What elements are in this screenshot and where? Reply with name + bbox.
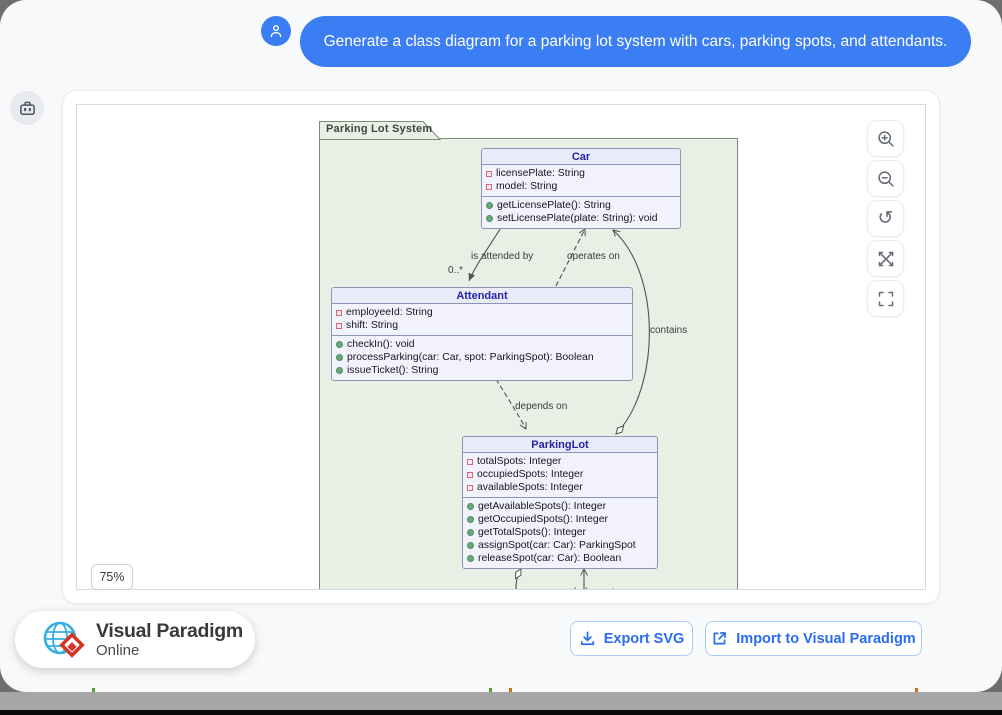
class-attribute: shift: String [336,319,628,332]
reset-view-button[interactable]: ↺ [867,200,904,237]
class-attribute: occupiedSpots: Integer [467,468,653,481]
method-visibility-icon [467,529,474,536]
bottom-gray-strip [0,692,1002,710]
edge-label-contains: contains [650,325,688,336]
method-visibility-icon [336,341,343,348]
attribute-visibility-icon [486,170,492,177]
peek-tick [509,688,512,692]
import-to-vp-label: Import to Visual Paradigm [736,630,916,647]
method-visibility-icon [467,503,474,510]
zoom-level-badge: 75% [91,564,133,590]
external-link-icon [713,632,727,645]
method-visibility-icon [486,202,493,209]
package-title: Parking Lot System [326,123,433,135]
class-title: Car [482,149,680,165]
method-visibility-icon [467,516,474,523]
peek-tick [915,688,918,692]
expand-arrows-icon [878,251,893,266]
method-visibility-icon [336,367,343,374]
uml-class-car[interactable]: Car licensePlate: String model: String g… [481,148,681,229]
download-icon [580,631,594,646]
zoom-out-icon [877,170,894,187]
edge-multiplicity: 0..* [448,265,464,276]
reset-icon: ↺ [877,208,894,229]
uml-class-parkinglot[interactable]: ParkingLot totalSpots: Integer occupiedS… [462,436,658,569]
user-message-bubble: Generate a class diagram for a parking l… [300,16,971,67]
attribute-visibility-icon [467,471,473,478]
class-method: getTotalSpots(): Integer [467,526,653,539]
class-method: assignSpot(car: Car): ParkingSpot [467,539,653,552]
class-title: Attendant [332,288,632,304]
class-method: checkIn(): void [336,338,628,351]
app-window: Generate a class diagram for a parking l… [0,0,1002,692]
robot-icon [19,101,35,115]
edge-label-depends-on: depends on [515,401,568,412]
logo-title: Visual Paradigm [96,619,243,642]
person-icon [270,25,282,38]
class-method: getOccupiedSpots(): Integer [467,513,653,526]
peek-tick [92,688,95,692]
peek-tick [489,688,492,692]
class-method: setLicensePlate(plate: String): void [486,212,676,225]
edge-label-manages: manages [518,587,559,589]
attribute-visibility-icon [467,458,473,465]
class-method: releaseSpot(car: Car): Boolean [467,552,653,565]
class-attribute: licensePlate: String [486,167,676,180]
user-message-text: Generate a class diagram for a parking l… [323,32,948,50]
visual-paradigm-logo[interactable]: Visual Paradigm Online [15,611,255,668]
attribute-visibility-icon [486,183,492,190]
edge-label-is-attended-by: is attended by [471,251,534,262]
expand-button[interactable] [867,240,904,277]
canvas-toolbar: ↺ [867,120,904,320]
diagram-viewport[interactable]: Parking Lot System [76,104,926,590]
class-attribute: model: String [486,180,676,193]
bottom-black-bar [0,710,1002,715]
fullscreen-button[interactable] [867,280,904,317]
zoom-in-icon [877,130,894,147]
edge-label-operates-on: operates on [567,251,620,262]
method-visibility-icon [486,215,493,222]
export-svg-label: Export SVG [603,630,685,647]
zoom-in-button[interactable] [867,120,904,157]
uml-package-tab [319,121,441,140]
class-method: getAvailableSpots(): Integer [467,500,653,513]
zoom-out-button[interactable] [867,160,904,197]
class-method: issueTicket(): String [336,364,628,377]
logo-text: Visual Paradigm Online [96,619,243,659]
class-method: getLicensePlate(): String [486,199,676,212]
ai-avatar [10,91,44,125]
method-visibility-icon [467,542,474,549]
method-visibility-icon [467,555,474,562]
user-avatar [261,16,291,46]
uml-class-attendant[interactable]: Attendant employeeId: String shift: Stri… [331,287,633,381]
export-svg-button[interactable]: Export SVG [570,621,693,656]
fullscreen-icon [878,291,893,306]
class-method: processParking(car: Car, spot: ParkingSp… [336,351,628,364]
diagram-canvas-card: Parking Lot System [62,90,940,604]
class-attribute: employeeId: String [336,306,628,319]
import-to-vp-button[interactable]: Import to Visual Paradigm [705,621,922,656]
attribute-visibility-icon [467,484,473,491]
method-visibility-icon [336,354,343,361]
class-title: ParkingLot [463,437,657,453]
vp-globe-icon [43,621,85,658]
attribute-visibility-icon [336,309,342,316]
class-attribute: totalSpots: Integer [467,455,653,468]
logo-subtitle: Online [96,641,140,659]
attribute-visibility-icon [336,322,342,329]
edge-label-belongs-to: belongs to [574,587,620,589]
class-attribute: availableSpots: Integer [467,481,653,494]
